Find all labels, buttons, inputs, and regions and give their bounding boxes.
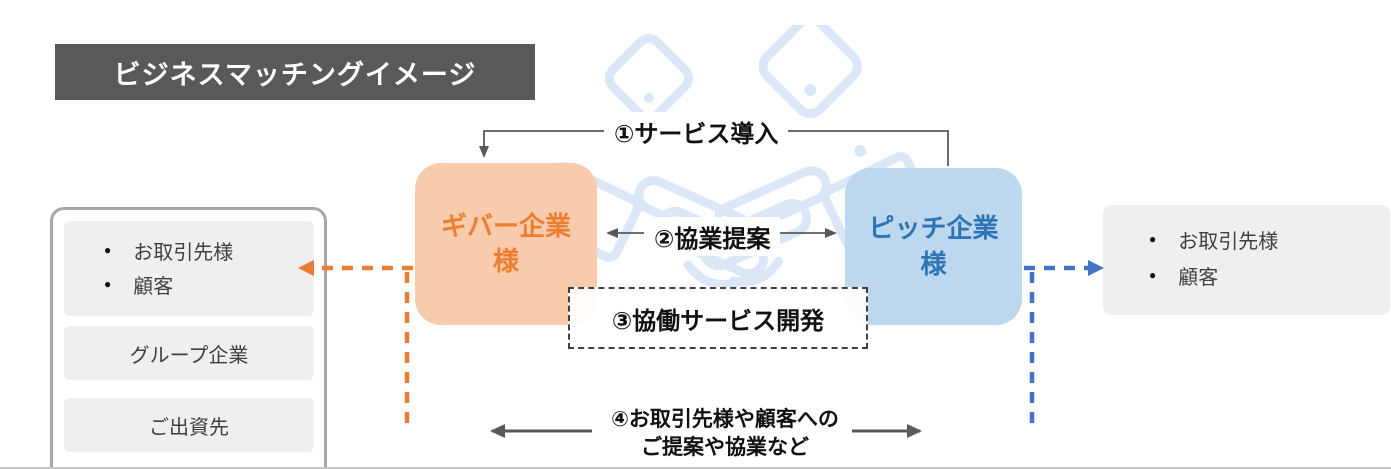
list-item: 顧客 bbox=[64, 267, 314, 301]
pitch-company-box: ピッチ企業 様 bbox=[845, 168, 1022, 325]
flow-label-customer-proposal: ④お取引先様や顧客への ご提案や協業など bbox=[611, 408, 839, 459]
flow-label-service-introduction: ①サービス導入 bbox=[604, 112, 789, 151]
list-item: 顧客 bbox=[1103, 257, 1390, 293]
flow-label-collaboration-proposal: ②協業提案 bbox=[644, 217, 781, 256]
group-companies-box: グループ企業 bbox=[64, 326, 314, 380]
list-item-label: お取引先様 bbox=[133, 241, 234, 264]
list-item: お取引先様 bbox=[1103, 221, 1390, 257]
list-item-label: 顧客 bbox=[1178, 266, 1219, 289]
pitch-partners-list: お取引先様 顧客 bbox=[1103, 205, 1390, 315]
giver-partners-list: お取引先様 顧客 bbox=[64, 221, 314, 316]
list-item-label: お取引先様 bbox=[1178, 230, 1279, 253]
flow-label-collaborative-development: ③協働サービス開発 bbox=[611, 307, 825, 335]
investees-label: ご出資先 bbox=[149, 416, 229, 439]
list-item: お取引先様 bbox=[64, 233, 314, 267]
page-title: ビジネスマッチングイメージ bbox=[55, 44, 535, 100]
investees-box: ご出資先 bbox=[64, 398, 314, 452]
giver-company-box: ギバー企業 様 bbox=[415, 163, 597, 325]
collaborative-service-development-box: ③協働サービス開発 bbox=[568, 287, 868, 349]
group-companies-label: グループ企業 bbox=[129, 344, 249, 367]
list-item-label: 顧客 bbox=[133, 275, 174, 298]
